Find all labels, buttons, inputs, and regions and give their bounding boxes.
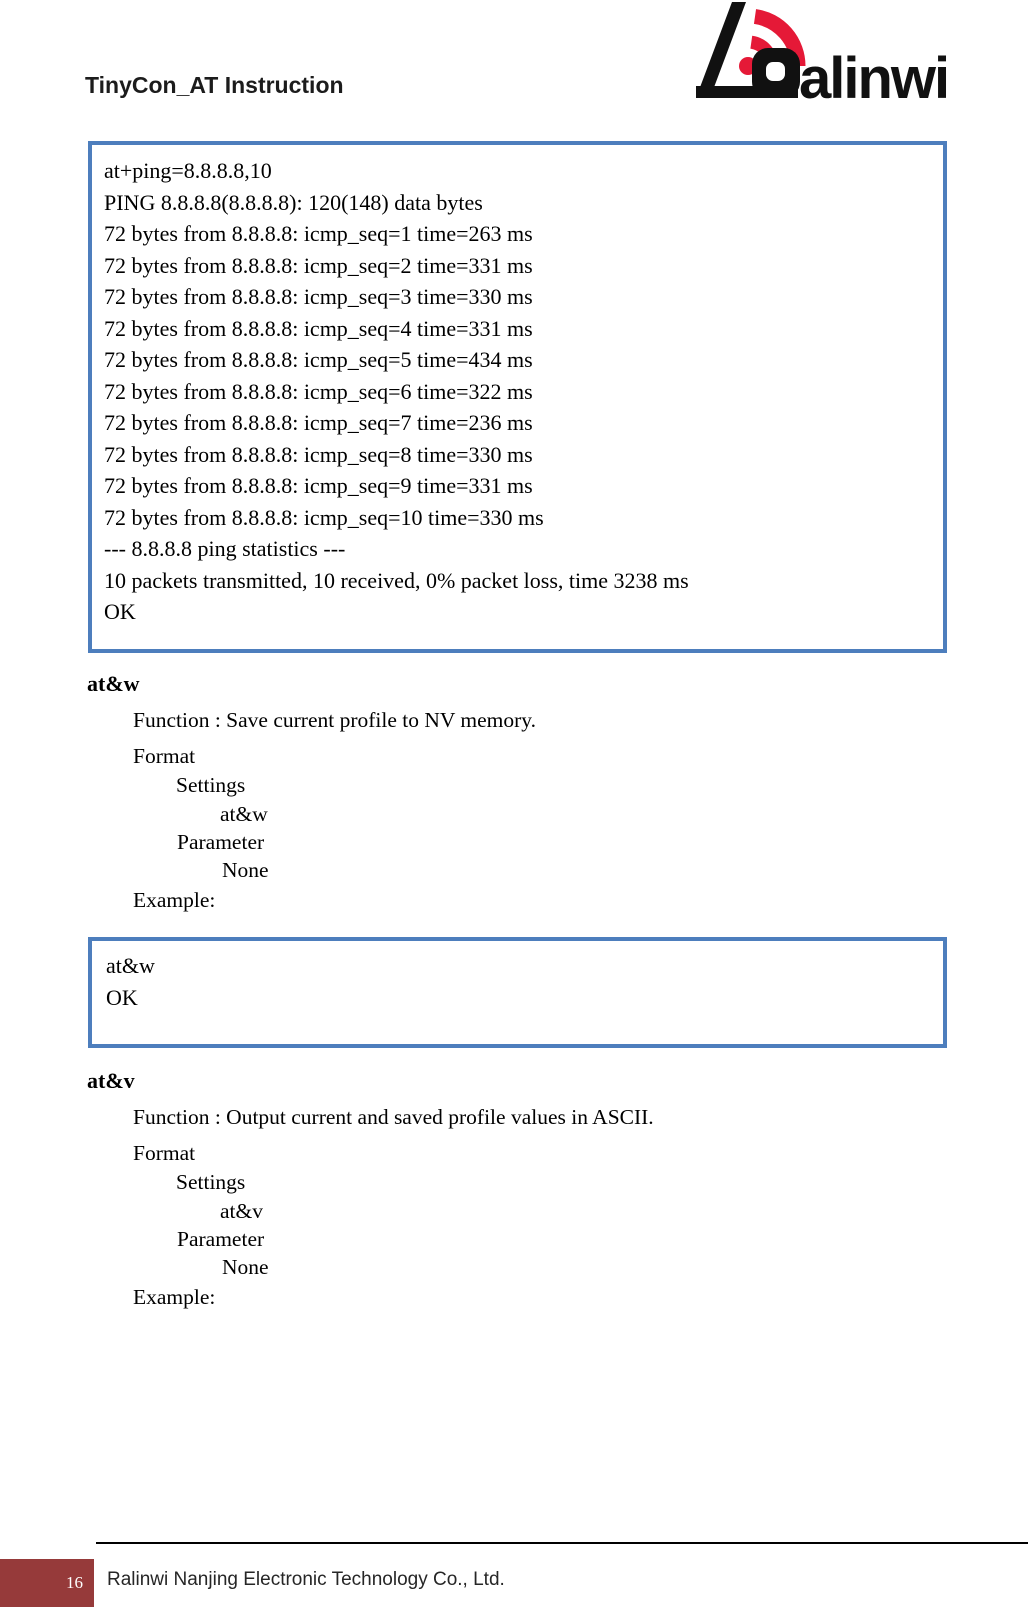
footer-rule	[96, 1542, 1028, 1544]
example-output-line: at&w	[106, 953, 155, 978]
ping-output-line: 10 packets transmitted, 10 received, 0% …	[104, 567, 689, 593]
ping-output-line: 72 bytes from 8.8.8.8: icmp_seq=6 time=3…	[104, 378, 533, 404]
ping-output-line: at+ping=8.8.8.8,10	[104, 158, 272, 183]
function-line: Function : Save current profile to NV me…	[133, 708, 537, 732]
ping-output-line: 72 bytes from 8.8.8.8: icmp_seq=7 time=2…	[104, 410, 533, 435]
example-output-box: at&w OK	[88, 937, 947, 1048]
ping-output-line: PING 8.8.8.8(8.8.8.8): 120(148) data byt…	[104, 189, 483, 215]
parameter-label: Parameter	[177, 830, 265, 854]
ping-output-line: 72 bytes from 8.8.8.8: icmp_seq=10 time=…	[104, 504, 544, 530]
example-label: Example:	[133, 1285, 216, 1309]
command-value: at&w	[220, 802, 268, 826]
example-label: Example:	[133, 888, 216, 912]
page-number-badge: 16	[0, 1559, 94, 1607]
ping-output-line: 72 bytes from 8.8.8.8: icmp_seq=3 time=3…	[104, 284, 533, 309]
ping-output-line: --- 8.8.8.8 ping statistics ---	[104, 536, 346, 561]
settings-label: Settings	[176, 1170, 246, 1194]
ping-output-line: 72 bytes from 8.8.8.8: icmp_seq=5 time=4…	[104, 347, 533, 372]
section-atv: at&v Function : Output current and saved…	[87, 1068, 807, 1318]
settings-label: Settings	[176, 773, 246, 797]
ping-output-line: OK	[104, 599, 136, 624]
ping-output-line: 72 bytes from 8.8.8.8: icmp_seq=4 time=3…	[104, 315, 533, 341]
logo-wordmark: alinwi	[799, 46, 948, 106]
page-number: 16	[66, 1573, 83, 1592]
ping-output-line: 72 bytes from 8.8.8.8: icmp_seq=9 time=3…	[104, 473, 533, 498]
command-value: at&v	[220, 1199, 263, 1223]
section-atw: at&w Function : Save current profile to …	[87, 671, 807, 921]
command-heading: at&v	[87, 1068, 135, 1093]
logo-r-icon	[696, 2, 800, 98]
function-line: Function : Output current and saved prof…	[133, 1105, 654, 1129]
ping-output-box: at+ping=8.8.8.8,10 PING 8.8.8.8(8.8.8.8)…	[88, 141, 947, 653]
page-title: TinyCon_AT Instruction	[85, 72, 344, 98]
parameter-value: None	[222, 1255, 269, 1279]
ping-output-line: 72 bytes from 8.8.8.8: icmp_seq=2 time=3…	[104, 252, 533, 278]
ping-output-line: 72 bytes from 8.8.8.8: icmp_seq=8 time=3…	[104, 441, 533, 467]
example-output-line: OK	[106, 985, 138, 1010]
footer-company-text: Ralinwi Nanjing Electronic Technology Co…	[107, 1569, 505, 1590]
command-heading: at&w	[87, 671, 140, 696]
parameter-label: Parameter	[177, 1227, 265, 1251]
ping-output-line: 72 bytes from 8.8.8.8: icmp_seq=1 time=2…	[104, 221, 533, 246]
parameter-value: None	[222, 858, 269, 882]
ralinwi-logo: alinwi	[696, 2, 950, 106]
format-label: Format	[133, 1141, 196, 1165]
format-label: Format	[133, 744, 196, 768]
